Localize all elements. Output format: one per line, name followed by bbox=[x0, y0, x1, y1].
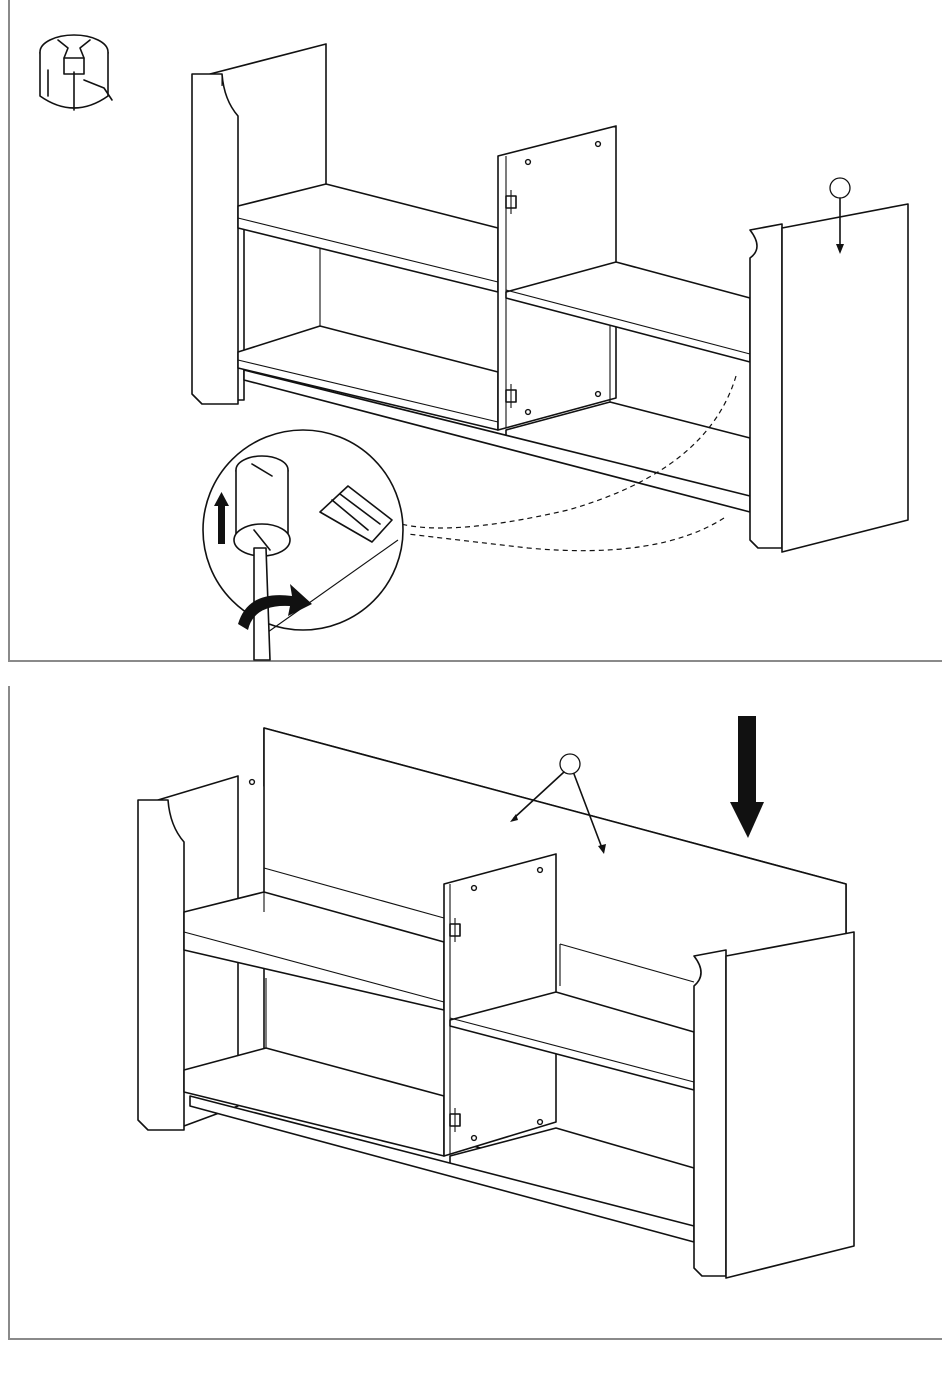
right-side-panel bbox=[726, 932, 854, 1278]
part-callout-top bbox=[830, 178, 850, 198]
assembly-step-top bbox=[8, 0, 942, 662]
step-bottom-drawing bbox=[8, 686, 942, 1340]
left-side-post bbox=[138, 800, 184, 1130]
step-top-drawing bbox=[8, 0, 942, 662]
arrow-down-icon bbox=[730, 716, 764, 838]
part-callout-bottom bbox=[560, 754, 580, 774]
cam-lock-fitting-icon bbox=[40, 35, 112, 110]
detail-magnifier-bubble bbox=[203, 430, 403, 660]
assembly-step-bottom bbox=[8, 686, 942, 1340]
right-side-panel bbox=[782, 204, 908, 552]
upper-shelf-left bbox=[238, 184, 498, 292]
right-side-post bbox=[750, 224, 782, 548]
left-side-post bbox=[192, 74, 238, 404]
right-side-post bbox=[694, 950, 726, 1276]
